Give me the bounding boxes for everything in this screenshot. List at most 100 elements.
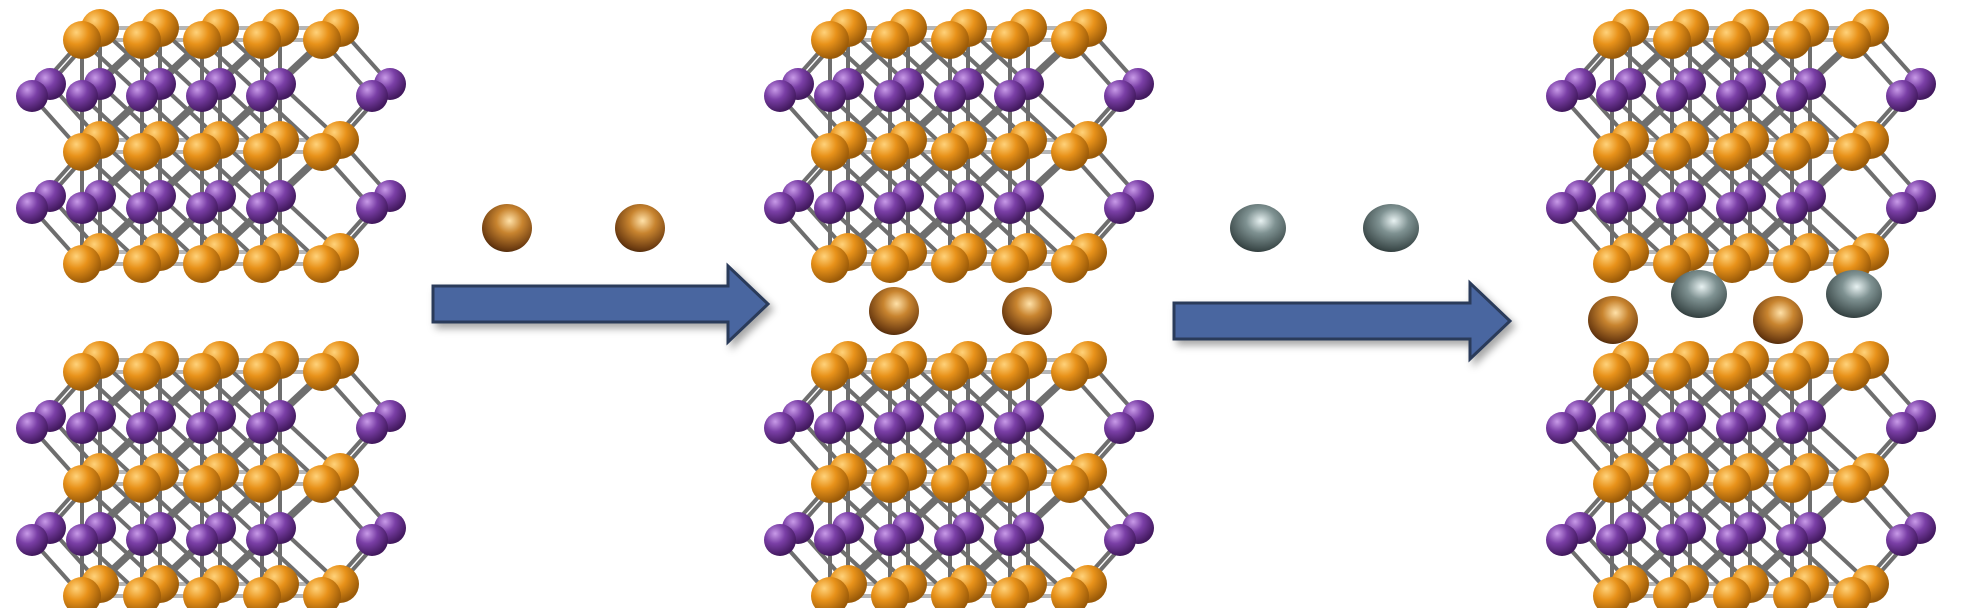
- purple-atom: [1546, 412, 1578, 444]
- orange-atom: [1773, 577, 1811, 608]
- purple-atom: [16, 524, 48, 556]
- orange-atom: [1051, 577, 1089, 608]
- orange-atom: [1773, 245, 1811, 283]
- purple-atom: [1546, 192, 1578, 224]
- purple-atom: [356, 524, 388, 556]
- orange-atom: [303, 577, 341, 608]
- purple-atom: [1776, 524, 1808, 556]
- orange-atom: [1773, 465, 1811, 503]
- purple-atom: [934, 80, 966, 112]
- orange-atom: [1653, 133, 1691, 171]
- orange-atom: [123, 133, 161, 171]
- orange-atom: [1051, 133, 1089, 171]
- arrow-2: [1172, 279, 1513, 363]
- purple-atom: [66, 524, 98, 556]
- orange-atom: [1653, 577, 1691, 608]
- purple-atom: [1596, 412, 1628, 444]
- purple-atom: [1886, 412, 1918, 444]
- orange-atom: [1833, 21, 1871, 59]
- intercalant-ions: [482, 204, 1882, 344]
- purple-atom: [1104, 192, 1136, 224]
- atoms: [1546, 9, 1936, 283]
- orange-atom: [811, 577, 849, 608]
- atoms: [1546, 341, 1936, 608]
- orange-atom: [871, 353, 909, 391]
- purple-atom: [934, 412, 966, 444]
- orange-atom: [1051, 353, 1089, 391]
- orange-atom: [871, 465, 909, 503]
- purple-atom: [186, 192, 218, 224]
- panel-2-bottom-slab: [764, 341, 1154, 608]
- orange-atom: [183, 245, 221, 283]
- orange-atom: [871, 21, 909, 59]
- purple-atom: [764, 192, 796, 224]
- bronze-intercalant-ion: [869, 287, 919, 335]
- panel-1-top-slab: [16, 9, 406, 283]
- orange-atom: [243, 245, 281, 283]
- purple-atom: [934, 524, 966, 556]
- atoms: [764, 341, 1154, 608]
- orange-atom: [1593, 353, 1631, 391]
- purple-atom: [874, 192, 906, 224]
- purple-atom: [246, 524, 278, 556]
- orange-atom: [811, 465, 849, 503]
- purple-atom: [16, 412, 48, 444]
- purple-atom: [994, 412, 1026, 444]
- purple-atom: [814, 80, 846, 112]
- orange-atom: [931, 353, 969, 391]
- orange-atom: [871, 577, 909, 608]
- purple-atom: [126, 80, 158, 112]
- purple-atom: [16, 192, 48, 224]
- purple-atom: [1104, 524, 1136, 556]
- orange-atom: [303, 245, 341, 283]
- grey-intercalant-ion: [1363, 204, 1419, 252]
- orange-atom: [123, 465, 161, 503]
- orange-atom: [303, 21, 341, 59]
- orange-atom: [1833, 465, 1871, 503]
- purple-atom: [994, 192, 1026, 224]
- purple-atom: [1546, 524, 1578, 556]
- purple-atom: [814, 524, 846, 556]
- purple-atom: [356, 412, 388, 444]
- purple-atom: [126, 524, 158, 556]
- panel-3-top-slab: [1546, 9, 1936, 283]
- grey-intercalant-ion: [1671, 270, 1727, 318]
- purple-atom: [246, 412, 278, 444]
- panel-2-top-slab: [764, 9, 1154, 283]
- orange-atom: [1773, 133, 1811, 171]
- purple-atom: [66, 192, 98, 224]
- atoms: [764, 9, 1154, 283]
- purple-atom: [1716, 192, 1748, 224]
- orange-atom: [243, 133, 281, 171]
- purple-atom: [1596, 524, 1628, 556]
- purple-atom: [1716, 80, 1748, 112]
- orange-atom: [1713, 21, 1751, 59]
- purple-atom: [994, 524, 1026, 556]
- orange-atom: [991, 245, 1029, 283]
- orange-atom: [811, 21, 849, 59]
- orange-atom: [63, 21, 101, 59]
- orange-atom: [1713, 245, 1751, 283]
- purple-atom: [66, 80, 98, 112]
- orange-atom: [1051, 21, 1089, 59]
- orange-atom: [1713, 133, 1751, 171]
- purple-atom: [764, 80, 796, 112]
- orange-atom: [63, 245, 101, 283]
- orange-atom: [1593, 245, 1631, 283]
- purple-atom: [1656, 80, 1688, 112]
- bronze-intercalant-ion: [1753, 296, 1803, 344]
- purple-atom: [66, 412, 98, 444]
- purple-atom: [1656, 524, 1688, 556]
- bronze-intercalant-ion: [1002, 287, 1052, 335]
- purple-atom: [814, 192, 846, 224]
- purple-atom: [1716, 524, 1748, 556]
- bronze-intercalant-ion: [482, 204, 532, 252]
- purple-atom: [1886, 192, 1918, 224]
- purple-atom: [126, 412, 158, 444]
- orange-atom: [1833, 133, 1871, 171]
- purple-atom: [186, 412, 218, 444]
- panel-3-bottom-slab: [1546, 341, 1936, 608]
- orange-atom: [1593, 465, 1631, 503]
- orange-atom: [1593, 577, 1631, 608]
